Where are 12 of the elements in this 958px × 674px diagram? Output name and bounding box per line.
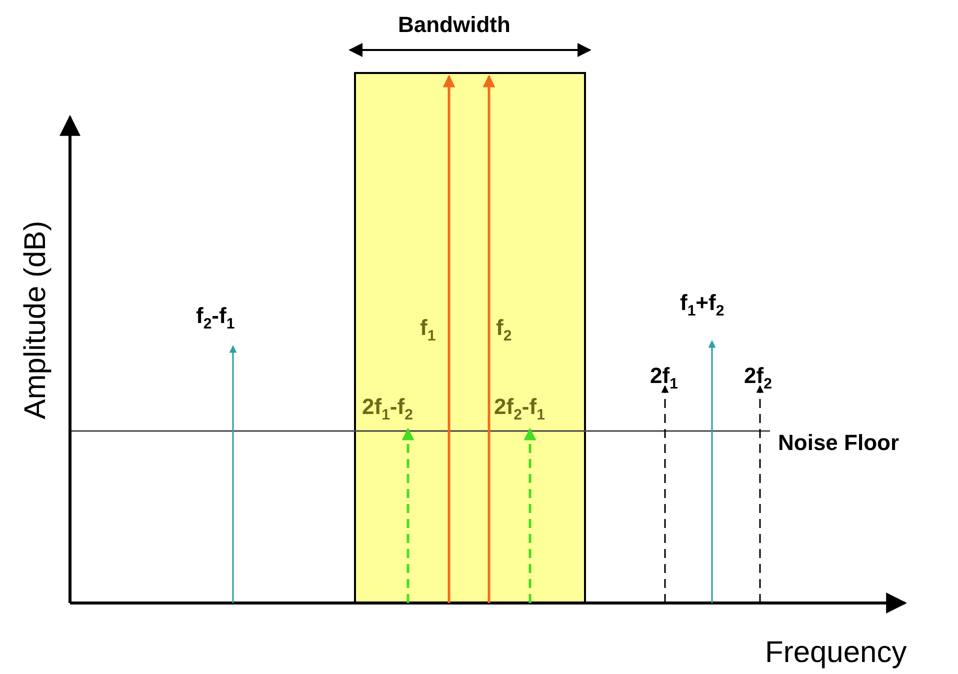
bandwidth-label: Bandwidth bbox=[398, 14, 510, 36]
frequency-label: f$_{2}$ bbox=[496, 317, 512, 344]
frequency-label: 2f$_{1}$-f$_{2}$ bbox=[362, 396, 413, 422]
frequency-label: 2f$_{2}$ bbox=[744, 365, 772, 392]
frequency-label: 2f$_{2}$-f$_{1}$ bbox=[494, 396, 545, 422]
frequency-label: 2f$_{1}$ bbox=[650, 365, 678, 392]
frequency-label: f$_{1}$ bbox=[420, 317, 436, 344]
axis-label: Amplitude (dB) bbox=[21, 220, 51, 420]
axis-label: Frequency bbox=[765, 638, 907, 668]
noise-floor-label: Noise Floor bbox=[778, 432, 900, 454]
frequency-label: f$_{2}$-f$_{1}$ bbox=[196, 305, 235, 332]
frequency-label: f$_{1}$+f$_{2}$ bbox=[680, 292, 724, 318]
